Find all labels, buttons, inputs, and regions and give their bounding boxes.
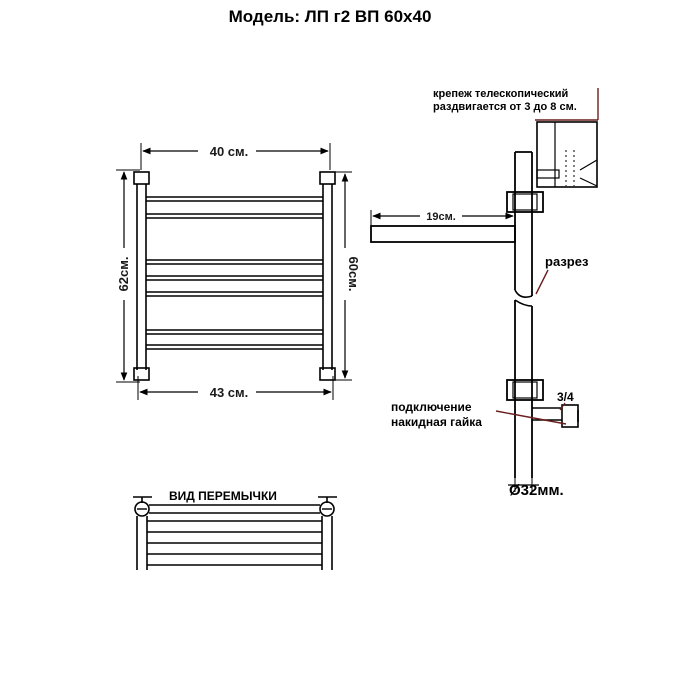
rung-side [370, 225, 516, 243]
connection-label-line2: накидная гайка [391, 415, 482, 429]
height-left-label: 62см. [116, 257, 131, 292]
model-title: Модель: ЛП г2 ВП 60х40 [229, 7, 432, 26]
dimension-height-right: 60см. [331, 171, 361, 381]
telescopic-bracket [535, 88, 599, 188]
cut-break [514, 289, 533, 307]
connection-fitting [532, 404, 579, 428]
jumper-rungs [147, 504, 322, 566]
vertical-pipe-lower [506, 300, 544, 478]
horizontal-rungs [146, 196, 323, 350]
width-bottom-label: 43 см. [210, 385, 249, 400]
mount-note-line1: крепеж телескопический [433, 88, 568, 100]
dimension-diameter [508, 478, 539, 492]
jumper-right-cap [318, 496, 337, 570]
connection-label-line1: подключение [391, 400, 472, 414]
vertical-pipe-upper [506, 151, 544, 296]
dimension-depth: 19см. [370, 210, 514, 226]
cut-label: разрез [545, 254, 589, 269]
jumper-left-cap [133, 496, 152, 570]
depth-label: 19см. [426, 211, 456, 223]
dimension-width-bottom: 43 см. [137, 376, 334, 400]
jumper-caption: ВИД ПЕРЕМЫЧКИ [169, 489, 277, 503]
thread-size-label: 3/4 [557, 390, 574, 404]
dimension-width-top: 40 см. [140, 143, 331, 170]
width-top-label: 40 см. [210, 144, 249, 159]
dimension-height-left: 62см. [116, 169, 140, 383]
right-vertical-pipe [319, 171, 336, 381]
diameter-label: Ø32мм. [509, 482, 564, 499]
front-view: 40 см. 43 см. 62см. 60см. [116, 143, 361, 400]
jumper-view: ВИД ПЕРЕМЫЧКИ [133, 489, 337, 570]
mount-note-line2: раздвигается от 3 до 8 см. [433, 101, 577, 113]
height-right-label: 60см. [346, 257, 361, 292]
left-vertical-pipe [133, 171, 150, 381]
side-view: крепеж телескопический раздвигается от 3… [370, 88, 599, 499]
